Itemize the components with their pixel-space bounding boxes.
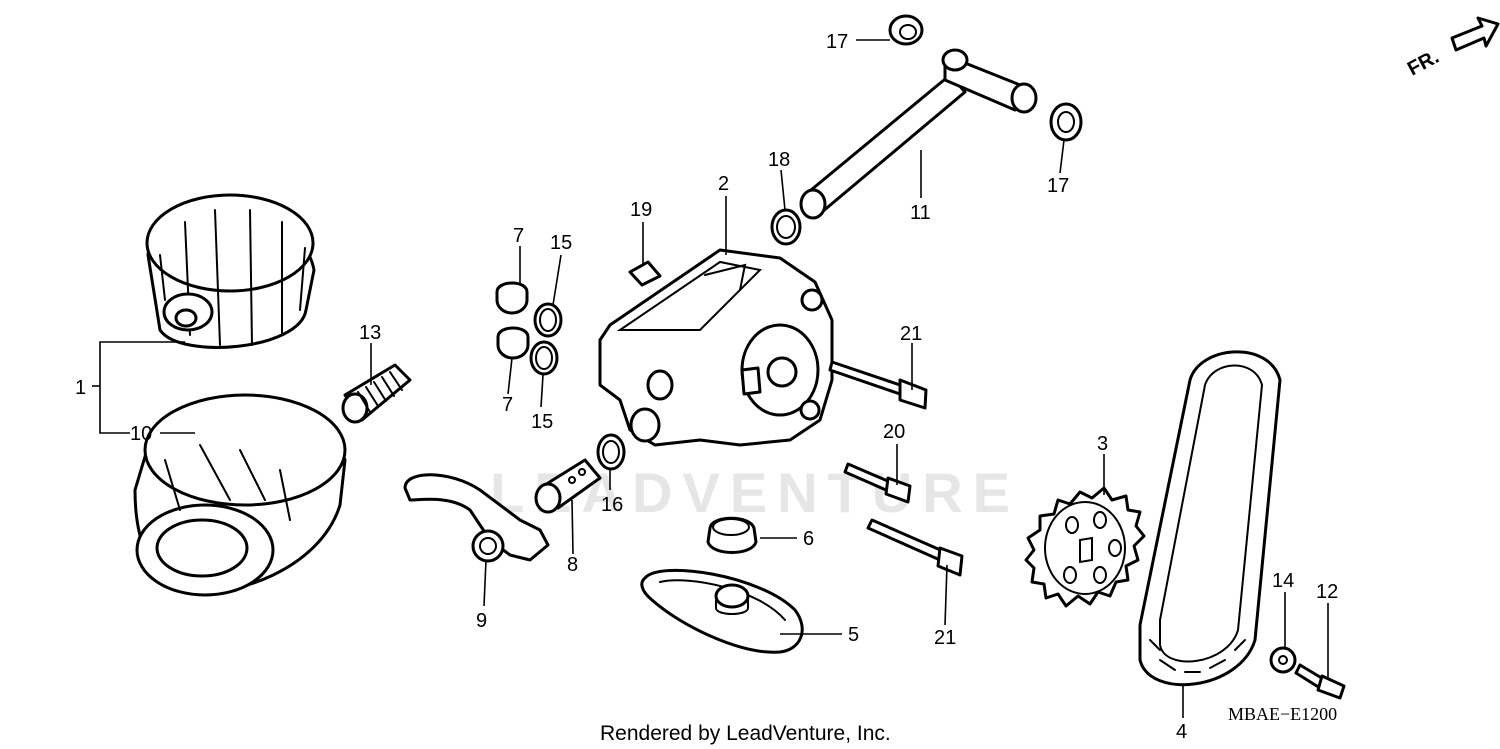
callout-3: 3 [1097, 433, 1108, 455]
part-o-ring-16 [596, 433, 626, 471]
front-direction-indicator: FR. [1404, 16, 1500, 81]
callout-7-lower: 7 [502, 394, 513, 416]
callout-17-lower: 17 [1047, 175, 1069, 197]
part-oil-filter-cap [145, 193, 316, 349]
callout-8: 8 [567, 554, 578, 576]
callout-12: 12 [1316, 581, 1338, 603]
callout-19: 19 [630, 199, 652, 221]
callout-18: 18 [768, 149, 790, 171]
callout-6: 6 [803, 528, 814, 550]
callout-20: 20 [883, 421, 905, 443]
part-o-rings-15 [529, 302, 563, 376]
part-sprocket [1024, 486, 1146, 608]
part-drive-chain [1138, 350, 1282, 687]
render-credit: Rendered by LeadVenture, Inc. [600, 722, 891, 745]
callout-15-lower: 15 [531, 411, 553, 433]
callout-labels: 1 10 2 19 7 15 7 15 13 16 8 9 6 5 17 17 … [75, 31, 1338, 743]
part-oil-seal-lower [1049, 102, 1083, 142]
callout-7-upper: 7 [513, 225, 524, 247]
part-grommet [706, 516, 758, 554]
callout-14: 14 [1272, 570, 1294, 592]
part-flange-bolt-middle [843, 462, 912, 504]
diagram-code: MBAE−E1200 [1228, 704, 1337, 724]
part-sprocket-bolt [1294, 663, 1346, 700]
part-dowel-pin [628, 260, 662, 287]
part-flange-bolt-upper [828, 360, 928, 410]
callout-10: 10 [130, 423, 152, 445]
part-oil-seal-upper [888, 14, 924, 46]
callout-4: 4 [1176, 721, 1187, 743]
callout-9: 9 [476, 610, 487, 632]
part-strainer-screen [640, 568, 804, 654]
callout-15-upper: 15 [550, 232, 572, 254]
callout-13: 13 [359, 322, 381, 344]
front-label: FR. [1404, 46, 1443, 81]
part-oil-strainer [403, 473, 550, 563]
part-o-ring-18 [770, 208, 802, 246]
part-washer [1269, 646, 1297, 674]
part-threaded-stud [341, 363, 412, 424]
callout-5: 5 [848, 624, 859, 646]
part-oil-filter-cartridge [133, 393, 347, 597]
callout-1: 1 [75, 377, 86, 399]
part-joint-collar [534, 458, 602, 514]
part-oil-pipe [799, 48, 1038, 220]
part-oil-pump-body [598, 248, 834, 447]
part-flange-bolt-lower [866, 518, 964, 577]
callout-16: 16 [601, 494, 623, 516]
callout-21-lower: 21 [934, 627, 956, 649]
callout-17-upper: 17 [826, 31, 848, 53]
part-collars [495, 281, 530, 360]
callout-2: 2 [718, 173, 729, 195]
callout-21-upper: 21 [900, 323, 922, 345]
leader-lines [92, 39, 1329, 718]
callout-11: 11 [910, 202, 931, 224]
